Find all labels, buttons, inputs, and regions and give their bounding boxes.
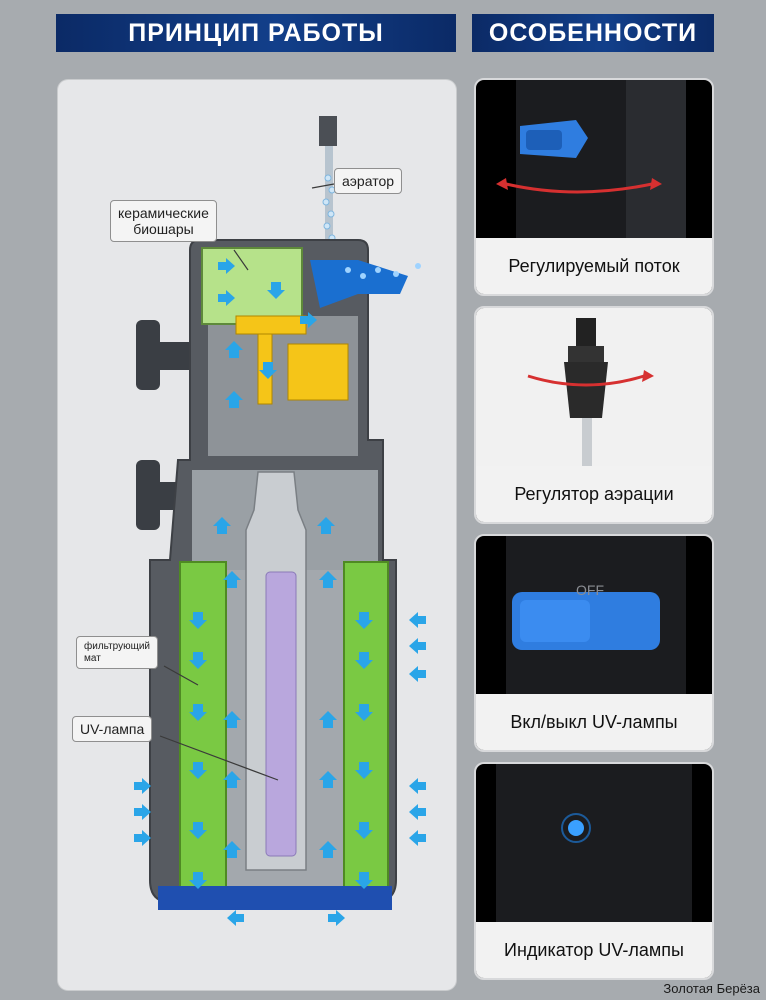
housing-base — [158, 886, 392, 910]
feature-caption-uv-indicator: Индикатор UV-лампы — [476, 922, 712, 978]
filter-mat-left — [179, 561, 227, 893]
header-principle: ПРИНЦИП РАБОТЫ — [56, 14, 456, 52]
filter-cross-section — [134, 116, 426, 926]
indicator-light-icon — [568, 820, 584, 836]
feature-caption-aeration: Регулятор аэрации — [476, 466, 712, 522]
feature-card-uv-indicator: Индикатор UV-лампы — [474, 762, 714, 980]
filter-mat-label: фильтрующий мат — [76, 636, 159, 669]
uv-lamp-label: UV-лампа — [72, 716, 153, 743]
watermark: Золотая Берёза — [663, 981, 760, 996]
motor-block — [287, 343, 349, 401]
feature-card-uv-switch: OFF Вкл/выкл UV-лампы — [474, 534, 714, 752]
feature-card-aeration: Регулятор аэрации — [474, 306, 714, 524]
aerator-label: аэратор — [334, 168, 403, 195]
impeller-top — [235, 315, 307, 335]
filter-mat-right — [343, 561, 389, 893]
uv-switch-photo — [506, 536, 686, 694]
bioball-chamber — [201, 247, 303, 325]
aeration-regulator-photo — [476, 308, 712, 466]
feature-caption-flow: Регулируемый поток — [476, 238, 712, 294]
water-outflow — [310, 260, 408, 308]
working-principle-diagram: аэратор керамические биошары фильтрующий… — [58, 80, 456, 990]
feature-caption-uv-switch: Вкл/выкл UV-лампы — [476, 694, 712, 750]
uv-indicator-photo — [496, 764, 692, 922]
aerator-tube — [325, 146, 333, 244]
uv-lamp — [265, 571, 297, 857]
feature-card-flow: Регулируемый поток — [474, 78, 714, 296]
bioballs-label: керамические биошары — [110, 200, 217, 243]
header-features: ОСОБЕННОСТИ — [472, 14, 714, 52]
aerator-nozzle — [319, 116, 337, 146]
flow-adjuster-photo — [496, 80, 686, 238]
switch-off-label: OFF — [576, 582, 604, 598]
